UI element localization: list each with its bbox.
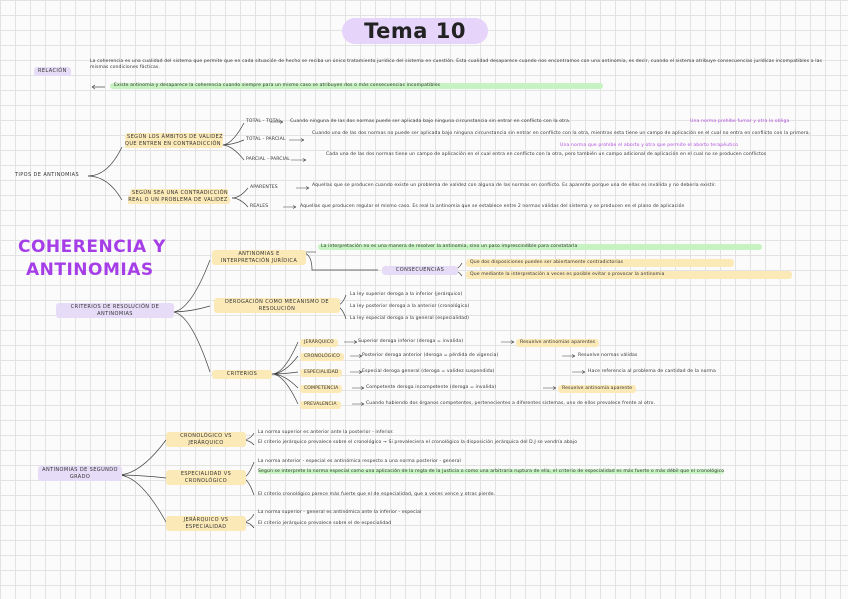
segundo-item-1-line-2: El criterio jerárquico prevalece sobre e… xyxy=(258,440,578,445)
criterio-result-competencia: Resuelve antinomia aparente xyxy=(558,385,637,394)
section-title-line-2: ANTINOMIAS xyxy=(26,260,154,280)
criterio-result-cronologico: Resuelve normas válidas xyxy=(578,353,638,358)
criterios-label: CRITERIOS DE RESOLUCIÓN DE ANTINOMIAS xyxy=(56,303,174,318)
criterio-text-competencia: Competente deroga incompetente (deroga =… xyxy=(366,385,497,390)
contradiccion-text-aparentes: Aquellas que se producen cuando existe u… xyxy=(312,183,717,188)
page-title: Tema 10 xyxy=(342,18,488,44)
section-title: COHERENCIA Y ANTINOMIAS xyxy=(18,236,168,282)
segundo-item-label-2: ESPECIALIDAD VS CRONOLÓGICO xyxy=(166,470,246,485)
segundo-item-label-3: JERÁRQUICO VS ESPECIALIDAD xyxy=(166,516,246,531)
ambito-text-total-total: Cuando ninguna de las dos normas puede s… xyxy=(290,119,571,124)
ambito-text-total-parcial: Cuando una de las dos normas no puede se… xyxy=(312,131,811,136)
relacion-label: RELACIÓN xyxy=(34,67,71,76)
criterio-label-jerarquico: JERÁRQUICO xyxy=(300,339,338,348)
ambito-text-parcial-parcial: Cada una de las dos normas tiene un camp… xyxy=(326,152,767,157)
ambito-extra-total-total: Una norma prohíbe fumar y otra lo obliga xyxy=(690,119,790,124)
segundo-item-2-line-2-text: Según se interprete la norma especial co… xyxy=(258,469,725,474)
segundo-item-3-line-1: La norma superior - general es antinómic… xyxy=(258,510,422,515)
segundo-item-2-line-3: El criterio cronológico parece más fuert… xyxy=(258,492,496,497)
ambitos-label: SEGÚN LOS ÁMBITOS DE VALIDEZ QUE ENTREN … xyxy=(124,133,224,148)
ambito-label-total-total: TOTAL - TOTAL xyxy=(246,119,282,124)
consecuencia-item-1: Que dos disposiciones pueden ser abierta… xyxy=(466,259,734,268)
ambito-label-parcial-parcial: PARCIAL - PARCIAL xyxy=(246,157,290,162)
criterio-text-prevalencia: Cuando habiendo dos órganos competentes,… xyxy=(366,401,656,406)
criterio-result-especialidad: Hace referencia al problema de cantidad … xyxy=(588,369,716,374)
segundo-item-label-1: CRONOLÓGICO VS JERÁRQUICO xyxy=(166,432,246,447)
criterio-label-competencia: COMPETENCIA xyxy=(300,385,343,394)
derogacion-item-1: La ley superior deroga a la inferior (je… xyxy=(350,292,463,297)
derogacion-item-3: La ley especial deroga a la general (esp… xyxy=(350,316,470,321)
segundo-item-2-line-2: Según se interprete la norma especial co… xyxy=(258,469,768,475)
interpretacion-text: La interpretación no es una manera de re… xyxy=(318,244,762,251)
relacion-highlight: Existe antinomia y desaparece la coheren… xyxy=(110,83,603,90)
criterio-text-especialidad: Especial deroga general (deroga = valide… xyxy=(362,369,495,374)
criterio-text-cronologico: Posterior deroga anterior (deroga = pérd… xyxy=(362,353,499,358)
relacion-text: La coherencia es una cualidad del sistem… xyxy=(90,59,823,71)
contradiccion-label-text: SEGÚN SEA UNA CONTRADICCIÓN REAL O UN PR… xyxy=(128,189,230,204)
criterio-label-especialidad: ESPECIALIDAD xyxy=(300,369,343,378)
ambitos-label-text: SEGÚN LOS ÁMBITOS DE VALIDEZ QUE ENTREN … xyxy=(125,133,223,148)
consecuencias-label: CONSECUENCIAS xyxy=(382,266,458,275)
segundo-item-2-line-1: La norma anterior - especial es antinómi… xyxy=(258,459,461,464)
segundo-item-1-line-1: La norma superior es anterior ante la po… xyxy=(258,430,394,435)
criterio-label-cronologico: CRONOLÓGICO xyxy=(300,353,344,362)
derogacion-item-2: La ley posterior deroga a la anterior (c… xyxy=(350,304,470,309)
derogacion-label: DEROGACIÓN COMO MECANISMO DE RESOLUCIÓN xyxy=(214,298,340,313)
interpretacion-label: ANTINOMIAS E INTERPRETACIÓN JURÍDICA xyxy=(212,250,306,265)
section-title-line-1: COHERENCIA Y xyxy=(18,237,166,257)
criterio-label-prevalencia: PREVALENCIA xyxy=(300,401,341,410)
consecuencia-item-2: Que mediante la interpretación a veces e… xyxy=(466,271,792,280)
segundo-grado-label: ANTINOMIAS DE SEGUNDO GRADO xyxy=(38,466,122,481)
contradiccion-label-aparentes: APARENTES xyxy=(250,185,278,190)
segundo-item-3-line-2: El criterio jerárquico prevalece sobre e… xyxy=(258,521,392,526)
contradiccion-text-reales: Aquellas que producen regular el mismo c… xyxy=(300,204,685,209)
contradiccion-label: SEGÚN SEA UNA CONTRADICCIÓN REAL O UN PR… xyxy=(124,189,234,204)
ambito-label-total-parcial: TOTAL - PARCIAL xyxy=(246,137,286,142)
ambito-extra-total-parcial: Una norma que prohíbe el aborto y otra q… xyxy=(560,143,739,148)
criterio-text-jerarquico: Superior deroga inferior (deroga = inval… xyxy=(358,339,464,344)
criterio-result-jerarquico: Resuelve antinomias aparentes xyxy=(516,339,600,348)
contradiccion-label-reales: REALES xyxy=(250,204,269,209)
criterios-list-label: CRITERIOS xyxy=(212,370,272,379)
tipos-label: TIPOS DE ANTINOMIAS xyxy=(14,172,80,178)
